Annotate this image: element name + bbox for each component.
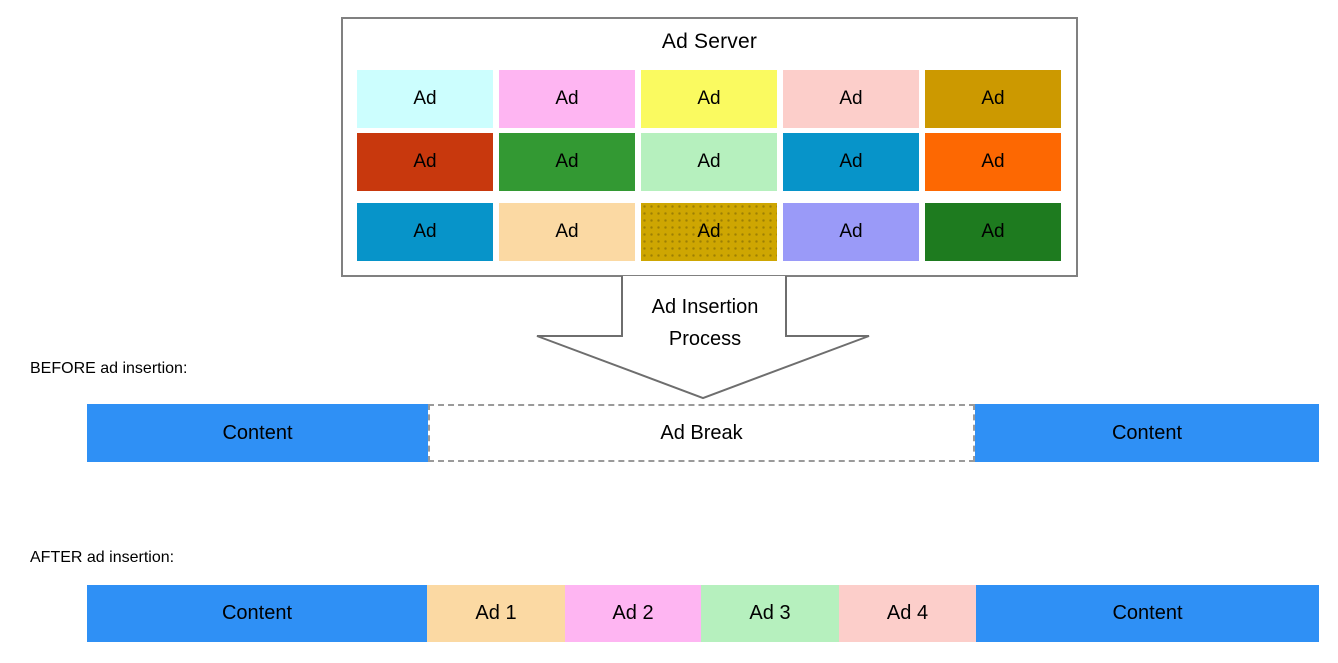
- before-segment-ad-break: Ad Break: [428, 404, 975, 462]
- ad-cell: Ad: [357, 70, 493, 128]
- ad-grid-row-1: Ad Ad Ad Ad Ad: [357, 70, 1061, 128]
- after-segment-content-left: Content: [87, 585, 427, 642]
- before-segment-content-right: Content: [975, 404, 1319, 462]
- down-arrow-icon: [536, 276, 870, 400]
- ad-cell: Ad: [499, 203, 635, 261]
- ad-cell: Ad: [641, 70, 777, 128]
- after-segment-content-right: Content: [976, 585, 1319, 642]
- ad-grid-row-3: Ad Ad Ad Ad Ad: [357, 203, 1061, 261]
- before-segment-content-left: Content: [87, 404, 428, 462]
- ad-grid-row-2: Ad Ad Ad Ad Ad: [357, 133, 1061, 191]
- after-section-label: AFTER ad insertion:: [30, 549, 175, 566]
- arrow-label-line2: Process: [668, 328, 742, 350]
- after-segment-ad2: Ad 2: [565, 585, 701, 642]
- ad-server-box: Ad Server Ad Ad Ad Ad Ad Ad Ad Ad Ad Ad …: [341, 17, 1078, 277]
- ad-cell: Ad: [925, 133, 1061, 191]
- ad-cell: Ad: [641, 203, 777, 261]
- after-segment-ad1: Ad 1: [427, 585, 565, 642]
- ad-cell: Ad: [357, 133, 493, 191]
- ad-cell: Ad: [641, 133, 777, 191]
- ad-cell: Ad: [925, 70, 1061, 128]
- ad-cell: Ad: [783, 133, 919, 191]
- ad-cell: Ad: [783, 203, 919, 261]
- after-segment-ad4: Ad 4: [839, 585, 976, 642]
- arrow-label-line1: Ad Insertion: [651, 296, 759, 318]
- after-segment-ad3: Ad 3: [701, 585, 839, 642]
- ad-cell: Ad: [925, 203, 1061, 261]
- ad-cell: Ad: [783, 70, 919, 128]
- ad-cell: Ad: [499, 70, 635, 128]
- ad-server-title: Ad Server: [661, 30, 758, 53]
- ad-cell: Ad: [357, 203, 493, 261]
- ad-cell: Ad: [499, 133, 635, 191]
- arrow-label: Ad Insertion Process: [608, 291, 802, 355]
- before-section-label: BEFORE ad insertion:: [30, 360, 188, 377]
